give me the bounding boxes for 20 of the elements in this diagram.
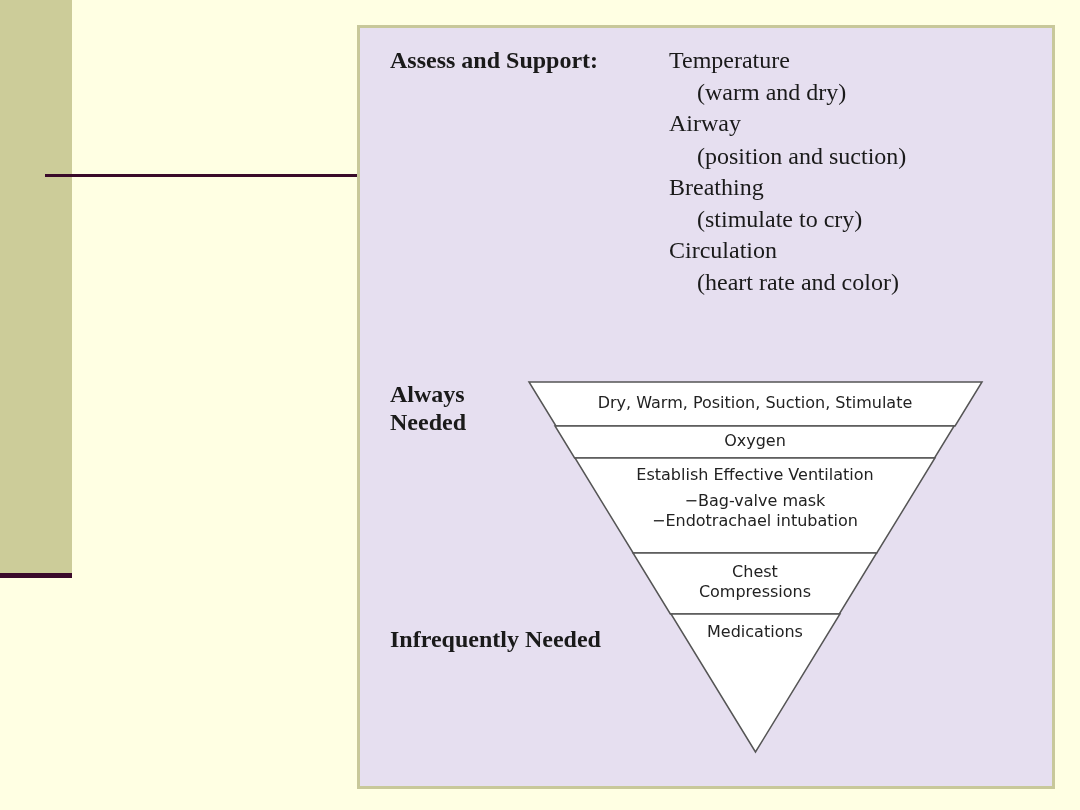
list-item: Breathing	[669, 173, 764, 201]
band-label: −Bag-valve mask −Endotrachael intubation	[651, 491, 859, 531]
pyramid-band	[555, 426, 955, 458]
item-note: (stimulate to cry)	[697, 205, 863, 233]
list-item: Circulation	[669, 236, 777, 264]
heading: Assess and Support:	[390, 46, 599, 74]
band-label: Establish Effective Ventilation	[635, 465, 875, 485]
scale-label: Infrequently Needed	[390, 625, 601, 653]
list-item: Temperature	[669, 46, 790, 74]
pyramid-band	[528, 382, 982, 426]
item-note: (warm and dry)	[697, 78, 847, 106]
item-note: (heart rate and color)	[697, 268, 899, 296]
list-item: Airway	[669, 109, 741, 137]
pyramid-tip-band	[670, 614, 840, 752]
band-label: Chest Compressions	[697, 562, 813, 602]
band-label: Medications	[706, 622, 804, 642]
scale-label: Always Needed	[390, 380, 467, 436]
band-label: Dry, Warm, Position, Suction, Stimulate	[596, 393, 914, 413]
band-label: Oxygen	[723, 431, 787, 451]
item-note: (position and suction)	[697, 142, 907, 170]
